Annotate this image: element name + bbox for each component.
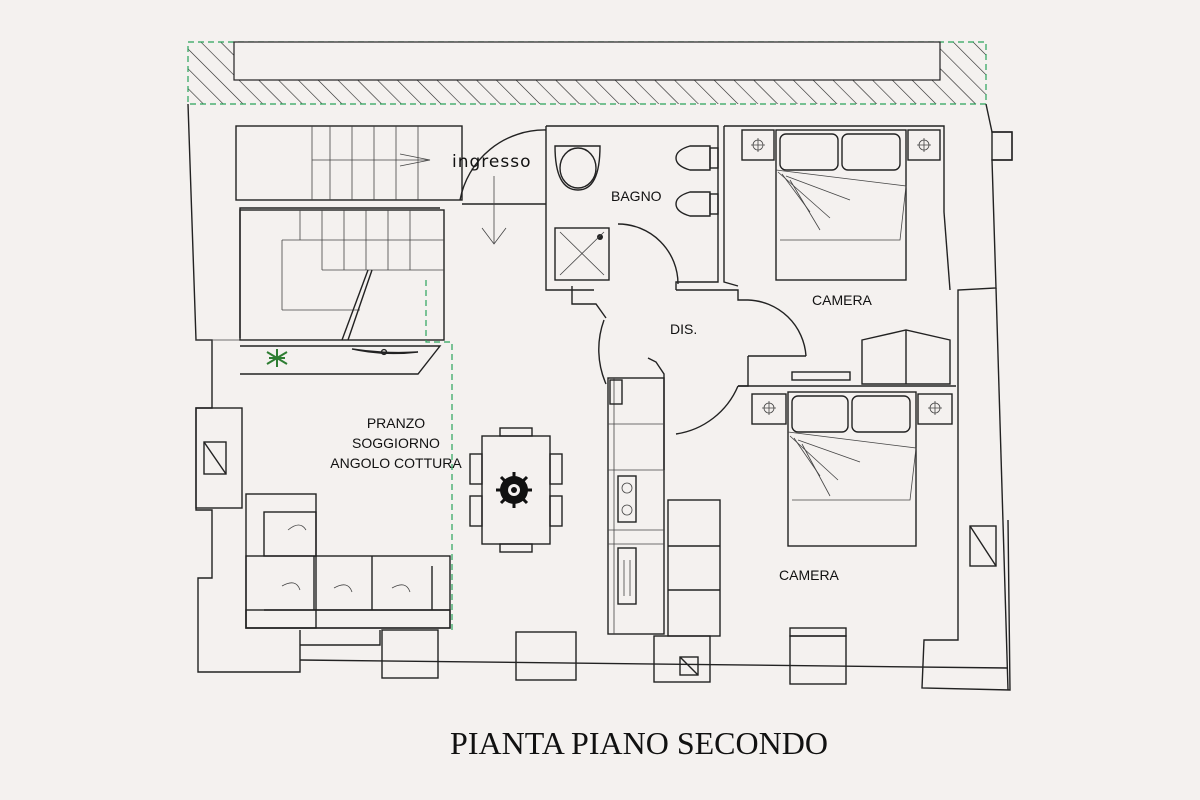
staircase bbox=[235, 125, 463, 341]
kitchen bbox=[607, 377, 665, 635]
corridor-label: DIS. bbox=[670, 321, 697, 337]
table-plant-icon bbox=[496, 472, 532, 508]
left-windows bbox=[195, 339, 243, 509]
bedroom-2 bbox=[667, 385, 956, 637]
bedroom-1 bbox=[723, 125, 951, 385]
bedroom-1-label: CAMERA bbox=[812, 292, 873, 308]
dining-table bbox=[469, 427, 563, 553]
corridor bbox=[571, 286, 807, 470]
roof-hatch bbox=[187, 41, 987, 105]
bathroom bbox=[545, 125, 719, 291]
green-dashed-outline bbox=[425, 280, 453, 630]
entry-label: ingresso bbox=[452, 152, 531, 172]
living-label-soggiorno: SOGGIORNO bbox=[352, 435, 440, 451]
sofa bbox=[245, 493, 451, 629]
living-label-angolo-cottura: ANGOLO COTTURA bbox=[330, 455, 462, 471]
plant-icon bbox=[266, 349, 288, 367]
bathroom-label: BAGNO bbox=[611, 188, 662, 204]
stair-railing bbox=[240, 345, 442, 375]
bedroom-2-label: CAMERA bbox=[779, 567, 840, 583]
right-windows bbox=[969, 131, 1013, 567]
plan-title: PIANTA PIANO SECONDO bbox=[450, 725, 828, 761]
bottom-piers bbox=[381, 629, 847, 685]
living-label-pranzo: PRANZO bbox=[367, 415, 425, 431]
entry-door bbox=[459, 126, 547, 245]
